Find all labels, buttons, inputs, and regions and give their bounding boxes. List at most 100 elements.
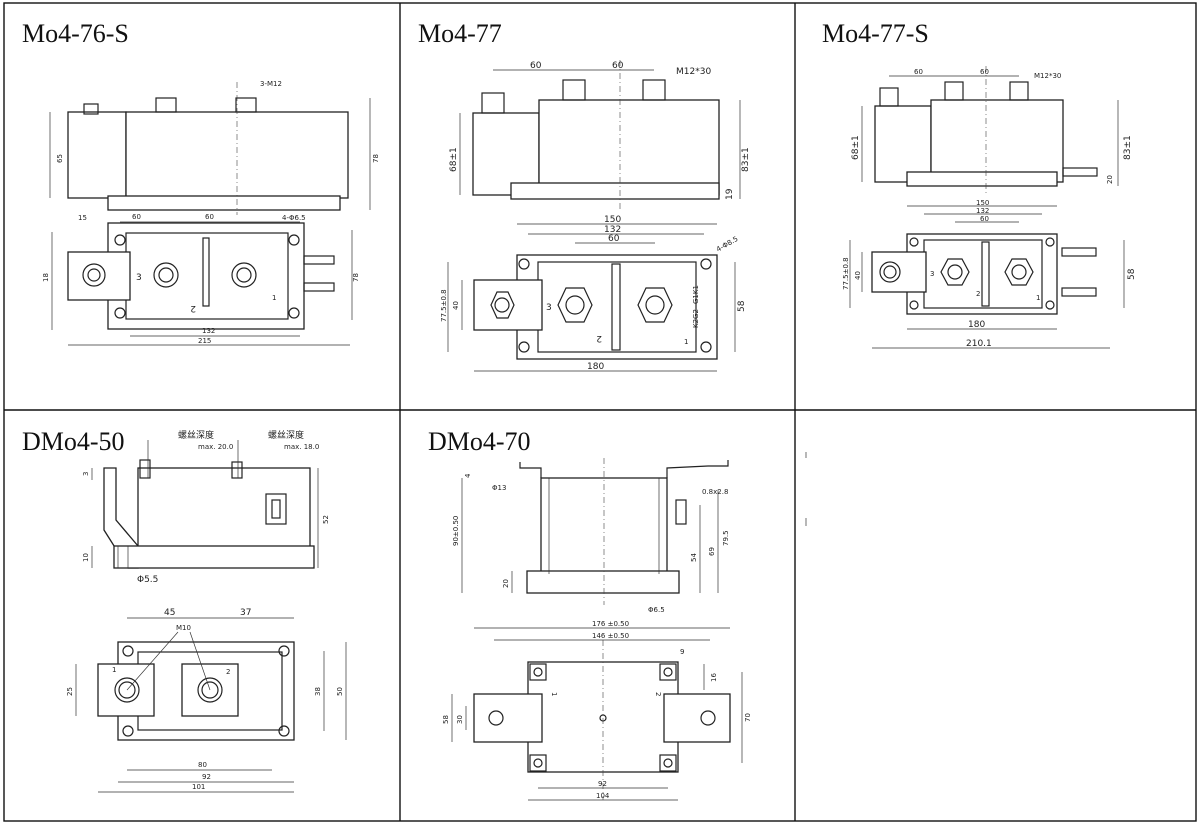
baseplate [113,545,315,569]
module-side-left [472,112,540,196]
svg-text:M12*30: M12*30 [676,67,711,77]
panel-title: Mo4-76-S [22,19,129,48]
svg-text:65: 65 [56,154,64,163]
svg-text:150: 150 [604,215,621,225]
terminal-bolt [562,79,586,101]
module-side-left [874,105,932,183]
panel-title: DMo4-50 [22,427,125,456]
svg-text:Φ5.5: Φ5.5 [137,575,158,585]
terminal-hole [82,263,106,287]
baseplate [107,195,341,211]
svg-text:4-Φ8.5: 4-Φ8.5 [715,235,739,254]
svg-text:2: 2 [190,303,196,313]
svg-text:54: 54 [690,553,698,562]
terminal-tab [97,663,155,717]
svg-text:68±1: 68±1 [449,147,459,172]
svg-text:2: 2 [976,290,980,298]
svg-text:4-Φ6.5: 4-Φ6.5 [282,214,306,222]
svg-text:60: 60 [914,68,923,76]
svg-text:1: 1 [1036,294,1040,302]
svg-text:60: 60 [980,215,989,223]
svg-text:150: 150 [976,199,989,207]
svg-text:77.5±0.8: 77.5±0.8 [440,289,448,322]
svg-text:180: 180 [968,320,985,330]
svg-text:max. 20.0: max. 20.0 [198,443,233,451]
svg-text:3: 3 [546,303,552,313]
mounting-hole [663,667,673,677]
mounting-hole [533,667,543,677]
terminal-bolt [879,87,899,107]
svg-text:60: 60 [980,68,989,76]
terminal-bolt [155,97,177,113]
mounting-hole [114,234,126,246]
terminal-hole [197,677,223,703]
sheet-border [3,2,1197,822]
svg-text:螺丝深度: 螺丝深度 [268,429,304,441]
svg-text:38: 38 [314,687,322,696]
svg-text:25: 25 [66,687,74,696]
svg-text:68±1: 68±1 [851,135,861,160]
svg-text:58: 58 [442,715,450,724]
svg-text:132: 132 [976,207,989,215]
svg-text:58: 58 [737,300,747,312]
mounting-hole [114,307,126,319]
terminal-hole [488,710,504,726]
svg-text:M12*30: M12*30 [1034,72,1061,80]
svg-text:69: 69 [708,547,716,556]
svg-text:60: 60 [612,61,624,71]
terminal-bar [666,460,729,478]
svg-text:max. 18.0: max. 18.0 [284,443,319,451]
svg-text:2: 2 [226,668,230,676]
panel-mo4-77-s: Mo4-77-S 60 60 M12*30 68±1 83±1 20 [822,19,1137,349]
plan-baseplate [107,222,305,330]
plan-baseplate [516,254,718,360]
panel-mo4-76-s: Mo4-76-S 65 78 3-M12 15 [22,19,380,346]
panel-mo4-77: Mo4-77 60 60 M12*30 68±1 83±1 19 [418,19,751,372]
panel-dmo4-50: DMo4-50 螺丝深度 max. 20.0 螺丝深度 max. 18.0 52… [22,427,347,793]
mounting-hole [1045,237,1055,247]
mounting-hole [909,237,919,247]
svg-text:1: 1 [272,294,276,302]
terminal-bolt [1009,81,1029,101]
svg-text:78: 78 [352,273,360,282]
svg-text:0.8x2.8: 0.8x2.8 [702,488,728,496]
svg-text:9: 9 [680,648,684,656]
terminal-tab [871,251,927,293]
svg-text:50: 50 [336,687,344,696]
mounting-hole [533,758,543,768]
terminal-tab [473,693,543,743]
svg-text:3-M12: 3-M12 [260,80,282,88]
svg-text:40: 40 [854,271,862,280]
mounting-block [659,663,677,681]
svg-text:90±0.50: 90±0.50 [452,516,460,546]
svg-text:210.1: 210.1 [966,339,992,349]
svg-text:83±1: 83±1 [741,147,751,172]
terminal-tab [663,693,731,743]
mounting-hole [700,258,712,270]
svg-text:16: 16 [710,673,718,682]
svg-text:3: 3 [82,472,90,476]
terminal-bolt [83,103,99,115]
svg-text:15: 15 [78,214,87,222]
svg-text:G1K1: G1K1 [692,285,700,304]
mounting-block [659,754,677,772]
svg-text:1: 1 [684,338,688,346]
svg-text:101: 101 [192,783,205,791]
svg-text:60: 60 [132,213,141,221]
svg-text:20: 20 [1106,175,1114,184]
svg-text:77.5±0.8: 77.5±0.8 [842,257,850,290]
mounting-block [529,754,547,772]
svg-text:3: 3 [930,270,934,278]
svg-text:Φ13: Φ13 [492,484,506,492]
svg-text:83±1: 83±1 [1123,135,1133,160]
svg-text:10: 10 [82,553,90,562]
terminal-bolt [481,92,505,114]
terminal-hole [700,710,716,726]
svg-text:30: 30 [456,715,464,724]
svg-text:92: 92 [598,780,607,788]
mounting-hole [288,234,300,246]
mounting-hole [288,307,300,319]
svg-text:132: 132 [202,327,215,335]
mounting-block [529,663,547,681]
